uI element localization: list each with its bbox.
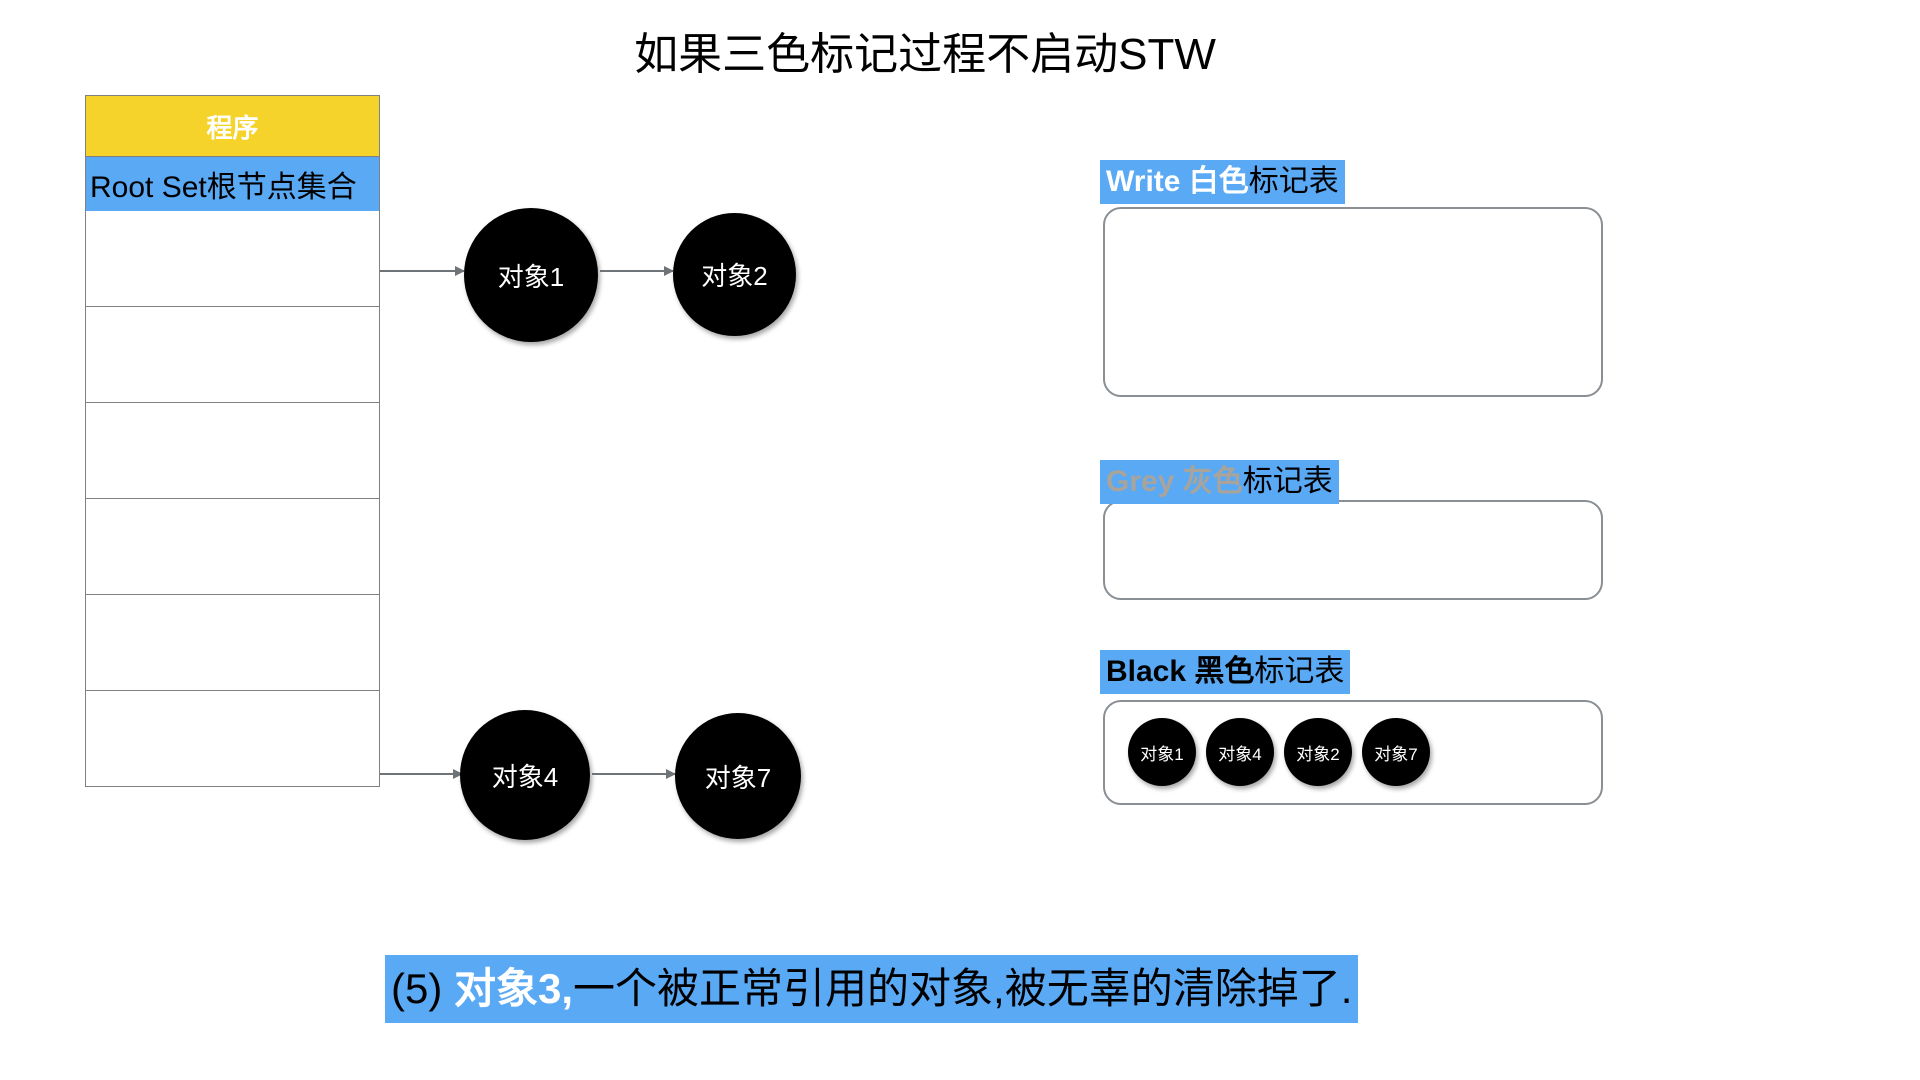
graph-node-obj7: 对象7 <box>675 713 801 839</box>
black-table-chip: 对象2 <box>1284 718 1352 786</box>
program-header-cell: 程序 <box>85 95 380 157</box>
white-mark-label-en: Write 白色 <box>1106 165 1249 198</box>
arrow-obj1-to-obj2 <box>600 266 674 276</box>
caption-number: (5) <box>391 965 454 1012</box>
graph-node-obj2: 对象2 <box>673 213 796 336</box>
table-row <box>85 499 380 595</box>
caption-highlight: 对象3, <box>454 965 574 1012</box>
root-set-row: Root Set根节点集合 <box>85 157 380 211</box>
black-table-chip: 对象7 <box>1362 718 1430 786</box>
arrow-root-to-obj1 <box>380 266 465 276</box>
graph-node-label: 对象1 <box>497 261 565 292</box>
grey-mark-table-label: Grey 灰色标记表 <box>1100 460 1339 504</box>
black-mark-table-items: 对象1 对象4 对象2 对象7 <box>1128 718 1430 786</box>
grey-mark-table-box <box>1103 500 1603 600</box>
white-mark-label-cn: 标记表 <box>1248 165 1339 198</box>
white-mark-table-label: Write 白色标记表 <box>1100 160 1345 204</box>
grey-mark-label-cn: 标记表 <box>1242 465 1333 498</box>
table-row <box>85 211 380 307</box>
graph-node-label: 对象2 <box>701 261 768 291</box>
black-mark-table-label: Black 黑色标记表 <box>1100 650 1351 694</box>
chip-label: 对象1 <box>1140 744 1184 764</box>
black-table-chip: 对象4 <box>1206 718 1274 786</box>
black-mark-label-cn: 标记表 <box>1254 655 1345 688</box>
arrow-root-to-obj4 <box>380 769 463 779</box>
page-title: 如果三色标记过程不启动STW <box>634 30 1216 79</box>
graph-node-label: 对象7 <box>704 762 772 793</box>
caption-text: 一个被正常引用的对象,被无辜的清除掉了. <box>573 965 1353 1012</box>
black-mark-label-en: Black 黑色 <box>1106 655 1255 688</box>
graph-node-obj1: 对象1 <box>464 208 598 342</box>
table-row <box>85 691 380 787</box>
program-root-set-table: 程序 Root Set根节点集合 <box>85 95 380 787</box>
table-row <box>85 595 380 691</box>
white-mark-table-box <box>1103 207 1603 397</box>
chip-label: 对象2 <box>1296 744 1340 764</box>
caption-banner: (5) 对象3,一个被正常引用的对象,被无辜的清除掉了. <box>385 955 1359 1023</box>
table-row <box>85 403 380 499</box>
black-table-chip: 对象1 <box>1128 718 1196 786</box>
grey-mark-label-en: Grey 灰色 <box>1106 465 1243 498</box>
graph-node-label: 对象4 <box>491 761 559 792</box>
arrow-obj4-to-obj7 <box>592 769 676 779</box>
table-row <box>85 307 380 403</box>
graph-node-obj4: 对象4 <box>460 710 590 840</box>
chip-label: 对象7 <box>1374 744 1418 764</box>
chip-label: 对象4 <box>1218 744 1262 764</box>
